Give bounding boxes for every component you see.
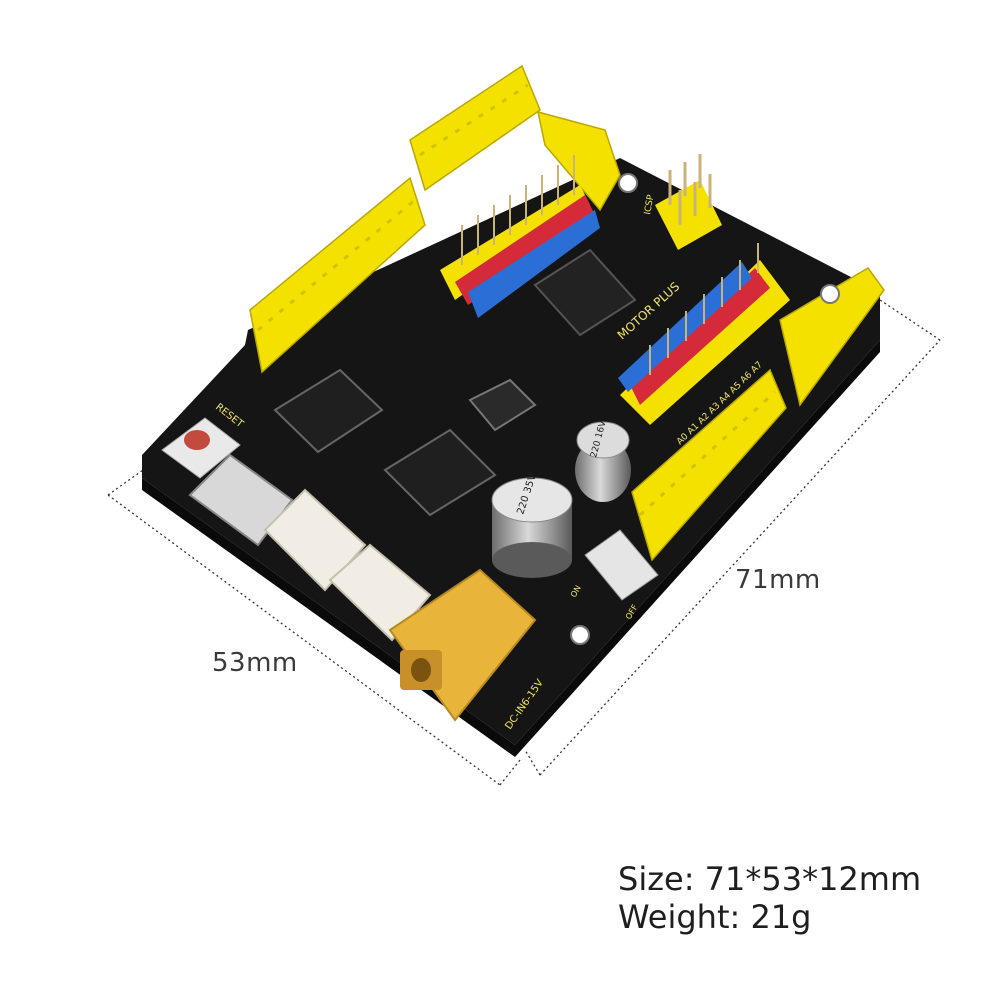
regulator (468, 378, 537, 432)
pin-header-digital (440, 155, 600, 318)
female-headers (249, 64, 885, 562)
usb-c-port (188, 453, 294, 547)
dc-jack (388, 568, 537, 722)
driver-chip-center (383, 428, 497, 517)
header-right-top (779, 267, 885, 407)
width-dimension-label: 53mm (212, 648, 298, 678)
header-top-small (537, 110, 621, 212)
icsp-header (655, 154, 722, 250)
size-spec: Size: 71*53*12mm (618, 860, 922, 898)
capacitor-large (491, 477, 573, 578)
dip-switch (584, 529, 659, 601)
capacitor-small (575, 421, 631, 502)
header-right-bottom (631, 368, 787, 562)
icsp-label: ICSP (643, 193, 656, 215)
driver-chip-left (273, 368, 384, 454)
mcu-chip (533, 248, 637, 337)
jst-connector-1 (263, 488, 367, 592)
dimension-lines (107, 299, 941, 786)
specs-block: Size: 71*53*12mm Weight: 21g (618, 860, 921, 936)
header-holes (257, 83, 777, 517)
mounting-holes (570, 173, 840, 645)
length-dimension-label: 71mm (735, 565, 821, 595)
pin-header-analog (618, 243, 790, 425)
weight-spec: Weight: 21g (618, 898, 812, 936)
jst-connector-2 (328, 543, 432, 642)
header-top (409, 64, 541, 192)
reset-button (161, 417, 241, 479)
header-left (249, 176, 426, 374)
